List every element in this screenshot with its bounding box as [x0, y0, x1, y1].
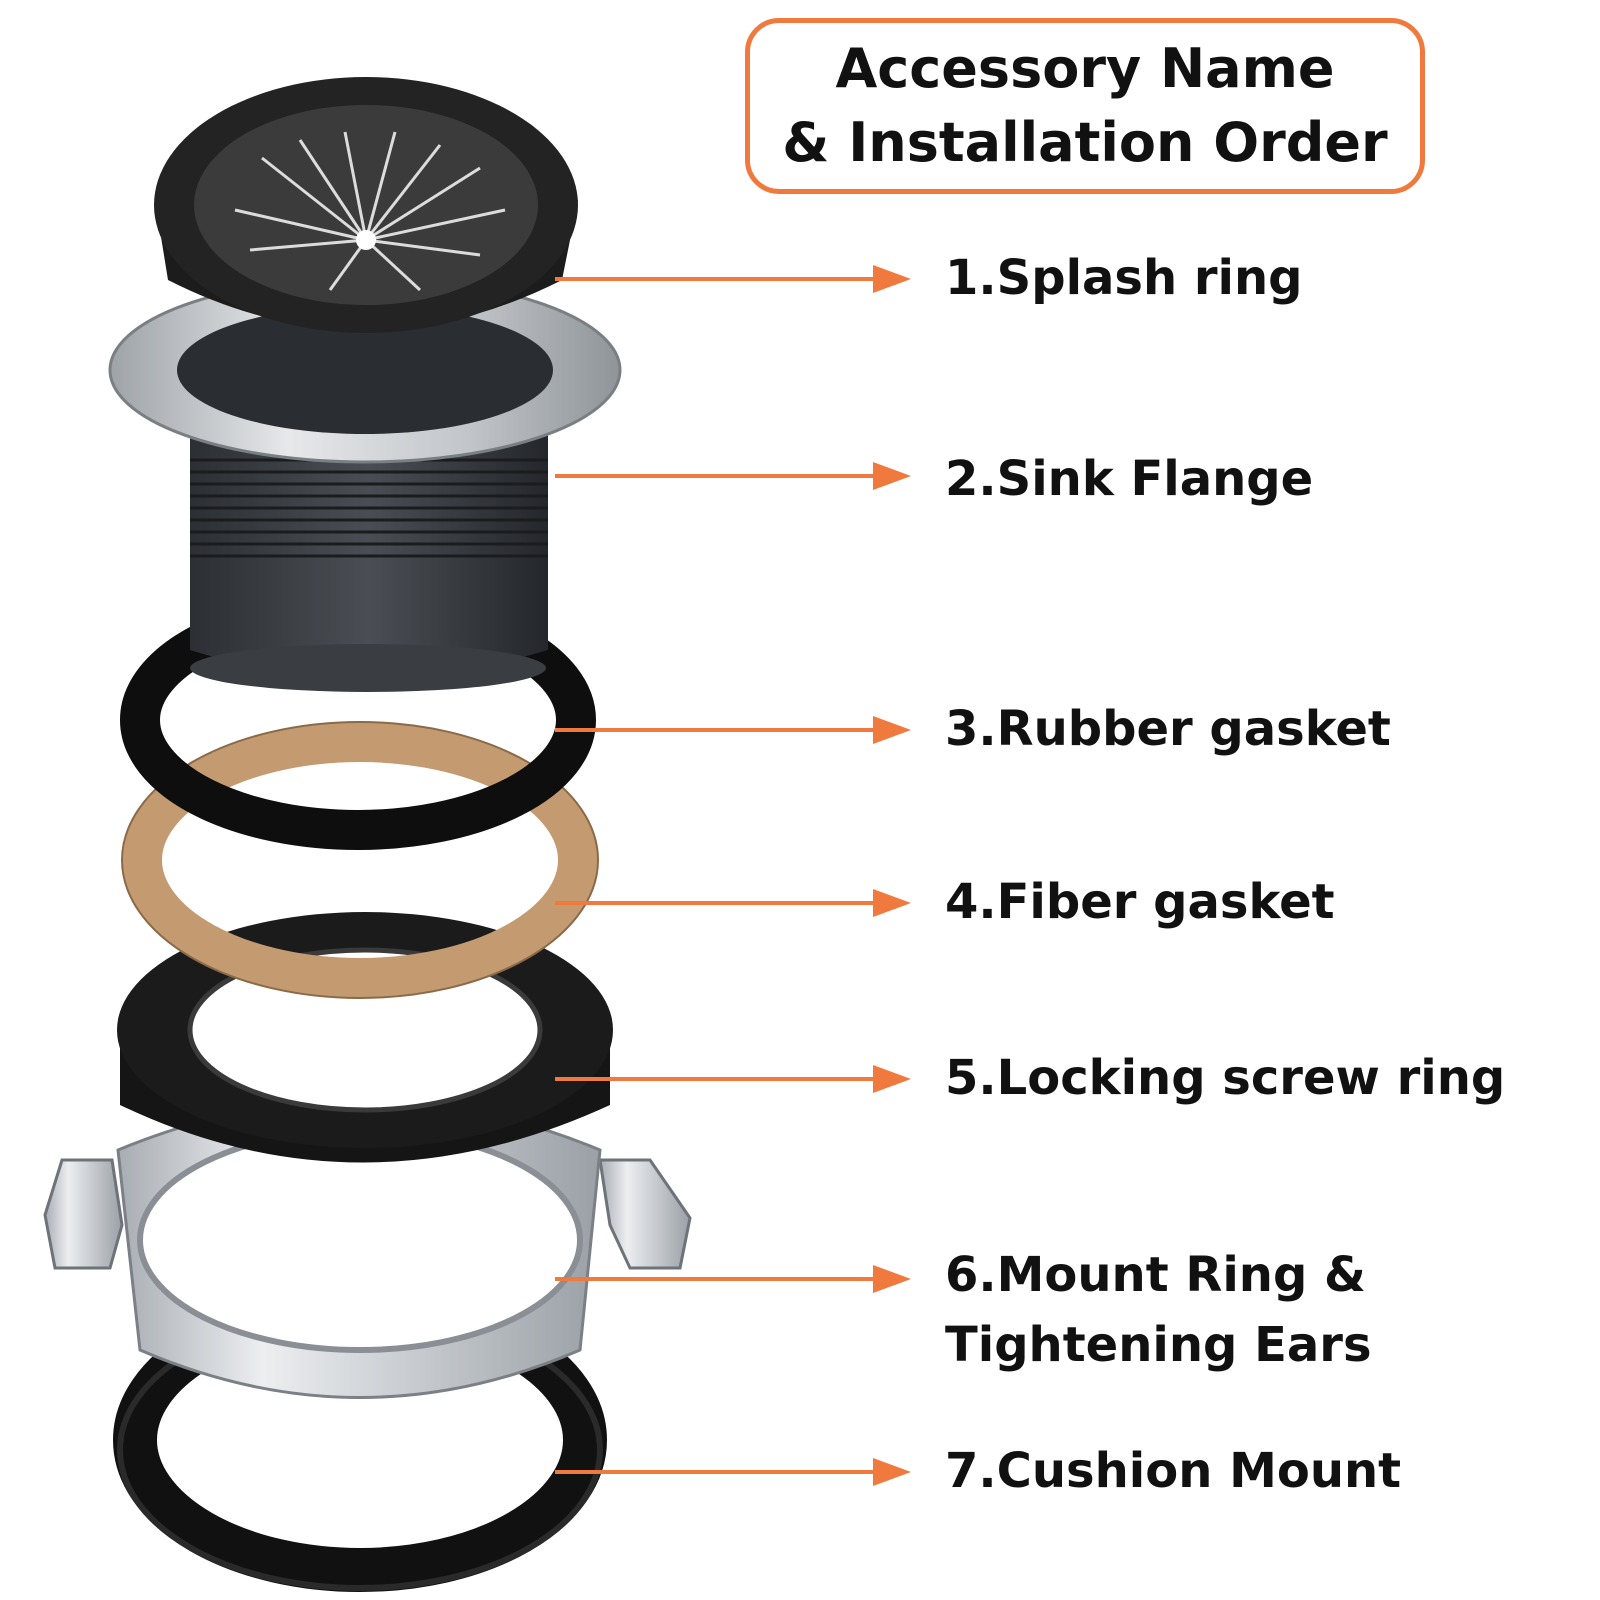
part-label-rubber-gasket: 3.Rubber gasket: [945, 701, 1391, 757]
arrow-2-icon: [555, 462, 911, 490]
title-line-2: & Installation Order: [782, 111, 1388, 174]
arrow-4-icon: [555, 889, 911, 917]
part-label-locking-screw-ring: 5.Locking screw ring: [945, 1050, 1506, 1106]
arrow-3-icon: [555, 716, 911, 744]
fiber-gasket-icon: [121, 721, 599, 999]
arrow-7-icon: [555, 1458, 911, 1486]
part-label-mount-ring-line-1: 6.Mount Ring &: [945, 1247, 1366, 1303]
part-label-sink-flange: 2.Sink Flange: [945, 451, 1314, 507]
part-label-cushion-mount: 7.Cushion Mount: [945, 1443, 1402, 1499]
arrow-1-icon: [555, 265, 911, 293]
arrow-6-icon: [555, 1265, 911, 1293]
part-label-splash-ring: 1.Splash ring: [945, 250, 1303, 306]
part-label-mount-ring-line-2: Tightening Ears: [945, 1317, 1372, 1373]
title-line-1: Accessory Name: [835, 37, 1335, 100]
parts-illustration: [43, 77, 692, 1592]
arrow-5-icon: [555, 1065, 911, 1093]
part-label-fiber-gasket: 4.Fiber gasket: [945, 874, 1335, 930]
title-box: Accessory Name & Installation Order: [745, 18, 1425, 194]
splash-ring-icon: [154, 77, 578, 333]
sink-flange-icon: [108, 276, 622, 692]
